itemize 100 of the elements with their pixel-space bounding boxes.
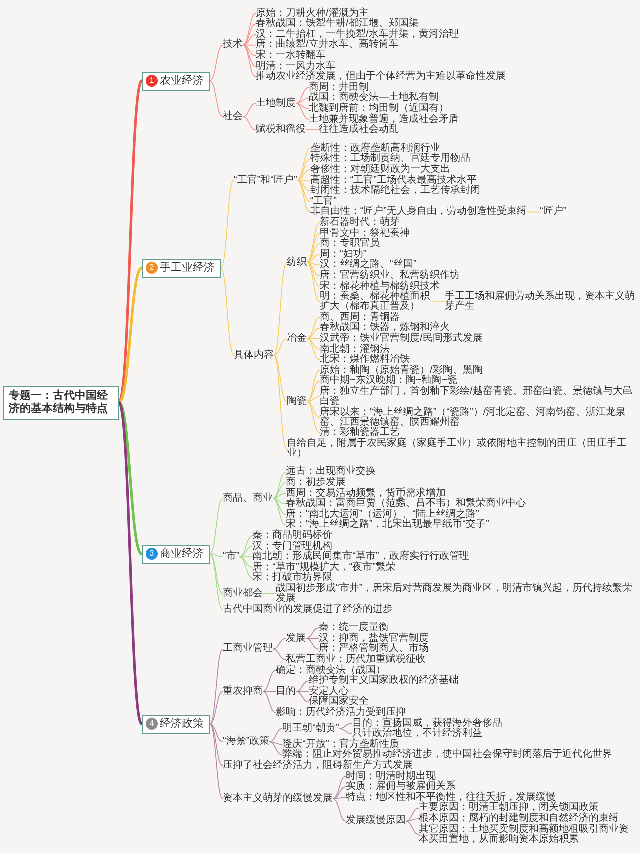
topic-text: 商、西周：青铜器 — [320, 312, 400, 323]
connector-line — [296, 103, 310, 110]
connector-line — [269, 742, 284, 746]
connector-line — [210, 44, 224, 82]
connector-line — [210, 80, 224, 118]
topic-text: 古代中国商业的发展促进了经济的进步 — [223, 604, 393, 614]
connector-line — [242, 44, 256, 67]
connector-line — [262, 691, 276, 714]
connector-line — [118, 267, 143, 404]
connector-line — [306, 262, 320, 303]
connector-line — [274, 262, 288, 356]
topic-text: 社会 — [223, 112, 243, 122]
number-badge: 3 — [146, 548, 158, 560]
topic-text: 汉武帝：铁业官营制度/民间形式发展 — [320, 334, 483, 344]
topic-text: “工官” — [310, 196, 337, 207]
number-badge: 4 — [146, 718, 158, 730]
topic-text: 春秋战国：铁犁牛耕/都江堰、郑国渠 — [256, 19, 419, 30]
topic-text: 明王朝“朝贡” — [282, 724, 340, 734]
topic-text: 安定人心 — [309, 686, 349, 697]
connector-line — [210, 724, 224, 742]
connector-line — [306, 338, 320, 361]
topic-text: 春秋战国：铁器，炼钢和淬火 — [320, 323, 450, 334]
topic-text: “匠户” — [540, 207, 567, 218]
topic-text: 往往造成社会动乱 — [319, 125, 399, 136]
topic-text: 唐：“草市”规模扩大，“夜市”繁荣 — [252, 562, 396, 573]
number-badge: 2 — [146, 262, 158, 274]
connector-line — [306, 262, 320, 287]
topic-text: 商业经济 — [160, 548, 204, 561]
connector-line — [269, 742, 284, 756]
connector-line — [406, 808, 420, 822]
connector-line — [338, 728, 353, 735]
topic-text: 宋：一水转翻车 — [256, 50, 326, 61]
connector-line — [210, 554, 224, 594]
connector-line — [306, 401, 320, 418]
topic-text: 周：“妇功” — [320, 250, 367, 260]
connector-line — [262, 670, 276, 692]
connector-line — [242, 44, 256, 56]
topic-text: 商业都会 — [223, 588, 263, 599]
connector-line — [432, 302, 446, 303]
topic-text: 农业经济 — [160, 74, 204, 88]
topic-text: 秦：统一度量衡 — [319, 623, 389, 634]
connector-line — [210, 691, 224, 725]
topic-text: 甲骨文中：祭祀蚕神 — [320, 228, 410, 238]
connector-line — [239, 556, 254, 568]
topic-text: 技术 — [223, 40, 243, 50]
connector-line — [306, 328, 320, 340]
topic-text: 唐：曲辕犁/立井水车、高转筒车 — [256, 40, 399, 50]
topic-text: 弊端：阻止对外贸易推动经济进步，使中国社会保守封闭落后于近代化世界 — [282, 750, 613, 760]
topic-text: 战国初步形成“市井”，唐宋后对营商发展为商业区，明清市镇兴起，历代持续繁荣发展 — [276, 584, 636, 604]
connector-line — [306, 222, 320, 263]
connector-line — [296, 180, 311, 192]
topic-text: 赋税和徭役 — [256, 125, 306, 136]
connector-line — [220, 180, 234, 268]
topic-text: 确定：商鞅变法（战国） — [276, 666, 386, 676]
connector-line — [296, 691, 310, 692]
connector-line — [274, 355, 288, 402]
connector-line — [210, 554, 224, 610]
topic-text: 手工业经济 — [160, 262, 215, 275]
connector-line — [306, 233, 320, 263]
connector-line — [332, 797, 346, 800]
topic-text: 实质：雇佣与被雇佣关系 — [346, 782, 456, 792]
connector-line — [210, 724, 224, 800]
topic-text: 新石器时代：萌芽 — [320, 218, 400, 228]
connector-line — [262, 691, 276, 692]
connector-line — [406, 820, 420, 835]
connector-line — [239, 535, 254, 558]
connector-line — [526, 212, 540, 213]
topic-text: 唐：“南北大运河”（运河）、“陆上丝绸之路” — [286, 510, 480, 520]
topic-text: 唐宋以来：“海上丝绸之路”（“瓷路”）/河北定窑、河南钧窑、浙江龙泉窑、江西景德镇窑、陕西耀州窑 — [320, 408, 636, 428]
connector-line — [332, 786, 346, 800]
topic-text: 自给自足，附属于农民家庭（家庭手工业）或依附地主控制的田庄（田庄手工业） — [287, 438, 636, 459]
connector-line — [296, 180, 311, 202]
connector-line — [239, 546, 254, 558]
topic-text: 商周：井田制 — [309, 82, 369, 93]
topic-text: 陶瓷 — [287, 396, 307, 407]
connector-line — [242, 34, 256, 46]
topic-text: 秦：商品明码标价 — [252, 530, 333, 541]
connector-line — [306, 130, 320, 131]
connector-line — [306, 638, 320, 650]
connector-line — [272, 498, 286, 505]
topic-text: 汉：丝绸之路、“丝国” — [320, 260, 417, 270]
connector-line — [296, 680, 310, 692]
topic-text: 非自由性：“匠户”无人身自由，劳动创造性受束缚 — [310, 207, 527, 218]
connector-line — [306, 317, 320, 340]
connector-line — [118, 402, 144, 725]
connector-line — [239, 556, 254, 558]
topic-text: 发展 — [286, 634, 306, 644]
topic-text: 商：初步发展 — [286, 478, 346, 488]
topic-text: 宋：打破市坊界限 — [252, 573, 333, 584]
connector-line — [296, 98, 310, 104]
connector-line — [242, 116, 256, 131]
connector-line — [242, 24, 256, 46]
connector-line — [242, 44, 256, 46]
connector-line — [306, 380, 320, 402]
connector-line — [210, 724, 224, 766]
topic-text: 北宋：煤作燃料冶铁 — [320, 355, 410, 366]
connector-line — [274, 338, 288, 356]
connector-line — [296, 103, 310, 120]
connector-line — [272, 493, 286, 500]
topic-text: 冶金 — [287, 334, 307, 344]
